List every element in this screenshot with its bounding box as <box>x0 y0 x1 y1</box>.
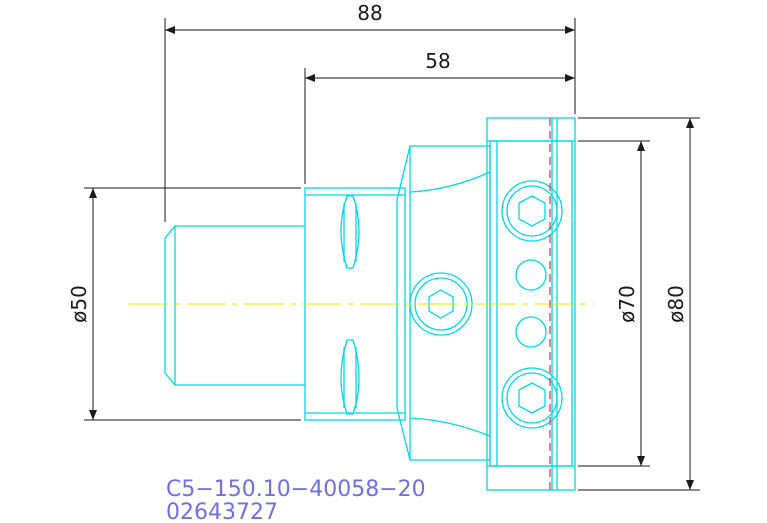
part-code: C5−150.10−40058−20 <box>166 477 426 502</box>
shank <box>164 225 305 386</box>
hex-socket-screw-icon <box>518 195 546 227</box>
body-slot-bottom <box>340 339 360 415</box>
part-number: 02643727 <box>166 500 278 523</box>
ball-icon <box>515 259 547 291</box>
dim-flange-offset: 58 <box>425 49 450 73</box>
dim-pilot-diameter: ø70 <box>615 285 639 323</box>
flange-screw-top <box>501 180 563 242</box>
hex-socket-screw-icon <box>428 289 454 319</box>
dim-flange-diameter: ø80 <box>664 285 688 323</box>
dim-shank-diameter: ø50 <box>67 285 91 323</box>
body-slot-top <box>340 195 360 269</box>
hex-socket-screw-icon <box>518 382 546 414</box>
dimension-lines <box>84 18 700 491</box>
dim-overall-length: 88 <box>357 1 382 25</box>
collar <box>396 145 491 461</box>
ball-icon <box>515 316 547 348</box>
flange-screw-bottom <box>501 367 563 429</box>
